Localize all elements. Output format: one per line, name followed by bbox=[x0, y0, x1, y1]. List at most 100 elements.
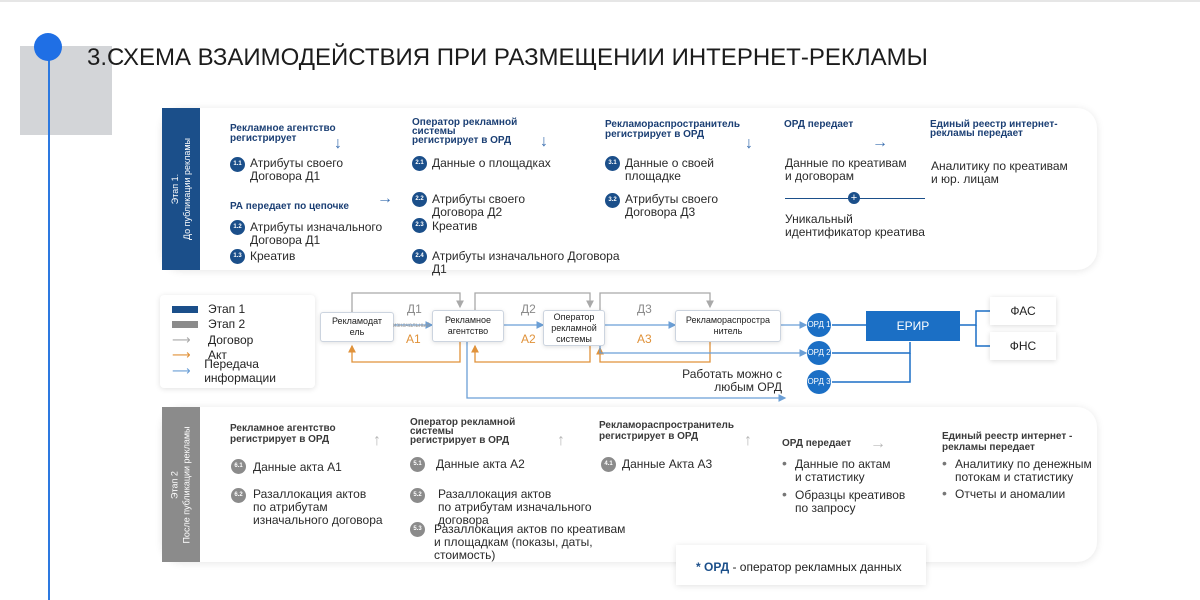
legend-info: Передача информации bbox=[204, 357, 276, 385]
bullet-icon: • bbox=[942, 485, 947, 501]
stage2-sidebar-line1: Этап 2 bbox=[170, 470, 180, 499]
right-arrow-icon: → bbox=[872, 134, 888, 151]
s2-col1-header: Рекламное агентство регистрирует в ОРД bbox=[230, 423, 336, 445]
s1-col3-header: Рекламораспространитель регистрирует в О… bbox=[605, 119, 741, 140]
plus-icon: + bbox=[848, 192, 860, 204]
s1-col4-text1: Данные по креативам и договорам bbox=[785, 156, 907, 183]
legend-info-arrow-icon: ⟶ bbox=[172, 363, 191, 378]
footnote-term: * ОРД bbox=[696, 560, 730, 574]
s2-col2-header: Оператор рекламной системы регистрирует … bbox=[410, 417, 516, 446]
stage2-sidebar-line2: После публикации рекламы bbox=[182, 425, 192, 544]
s1-item-text: Данные о своей площадке bbox=[625, 156, 714, 183]
badge: 1.1 bbox=[230, 157, 245, 172]
label-a3: А3 bbox=[637, 332, 652, 346]
s2-item-text: Разаллокация актов по атрибутам изначаль… bbox=[438, 487, 592, 527]
s1-col5-text: Аналитику по креативам и юр. лицам bbox=[931, 159, 1068, 186]
legend-contract: Договор bbox=[208, 333, 254, 347]
badge: 2.2 bbox=[412, 192, 427, 207]
up-arrow-icon: ↑ bbox=[557, 432, 565, 449]
s2-col5-header: Единый реестр интернет - рекламы передае… bbox=[942, 431, 1073, 453]
footnote-definition: - оператор рекламных данных bbox=[729, 560, 902, 574]
s2-bullet-text: Отчеты и аномалии bbox=[955, 487, 1066, 501]
node-agency: Рекламное агентство bbox=[432, 310, 504, 342]
s1-col1-subheader: РА передает по цепочке bbox=[230, 201, 349, 212]
s2-bullet-text: Образцы креативов по запросу bbox=[795, 488, 906, 515]
footnote: * ОРД - оператор рекламных данных bbox=[676, 545, 926, 585]
s1-item-text: Атрибуты изначального Договора Д1 bbox=[250, 220, 383, 247]
label-a2: А2 bbox=[521, 332, 536, 346]
ord-erir-line bbox=[832, 342, 911, 354]
s2-item-text: Разаллокация актов по креативам и площад… bbox=[434, 522, 626, 562]
ord-node-1: ОРД 1 bbox=[807, 313, 831, 337]
s1-item-text: Атрибуты своего Договора Д3 bbox=[625, 192, 719, 219]
badge: 3.2 bbox=[605, 193, 620, 208]
node-fas: ФАС bbox=[990, 297, 1056, 325]
badge: 6.1 bbox=[231, 459, 246, 474]
badge: 5.3 bbox=[410, 522, 425, 537]
badge: 5.2 bbox=[410, 488, 425, 503]
down-arrow-icon: ↓ bbox=[745, 135, 753, 152]
badge: 1.2 bbox=[230, 220, 245, 235]
s1-col1-header: Рекламное агентство регистрирует bbox=[230, 123, 336, 144]
s2-col4-header: ОРД передает bbox=[782, 438, 852, 449]
badge: 3.1 bbox=[605, 156, 620, 171]
badge: 5.1 bbox=[410, 457, 425, 472]
legend-act-arrow-icon: ⟶ bbox=[172, 347, 191, 362]
label-d1: Д1 bbox=[407, 302, 422, 316]
stage1-sidebar-line2: До публикации рекламы bbox=[182, 137, 192, 241]
node-operator: Оператор рекламной системы bbox=[543, 310, 605, 346]
badge: 4.1 bbox=[601, 457, 616, 472]
s1-item-text: Атрибуты изначального Договора Д1 bbox=[432, 249, 620, 276]
bullet-icon: • bbox=[942, 455, 947, 471]
s1-item-text: Креатив bbox=[432, 219, 478, 233]
s1-col2-header: Оператор рекламной системы регистрирует … bbox=[412, 117, 518, 146]
erir-ext-line bbox=[975, 325, 990, 347]
legend-stage2: Этап 2 bbox=[208, 317, 246, 331]
bullet-icon: • bbox=[782, 486, 787, 502]
legend-act: Акт bbox=[208, 348, 227, 362]
s2-bullet-text: Аналитику по денежным потокам и статисти… bbox=[955, 457, 1092, 484]
legend-swatch-stage1 bbox=[172, 305, 198, 313]
down-arrow-icon: ↓ bbox=[540, 133, 548, 150]
stage1-sidebar: Этап 1.До публикации рекламы bbox=[162, 108, 200, 270]
decor-vertical-line bbox=[48, 60, 50, 600]
s1-col5-header: Единый реестр интернет- рекламы передает bbox=[930, 119, 1058, 139]
up-arrow-icon: ↑ bbox=[744, 432, 752, 449]
stage1-panel bbox=[162, 108, 1097, 270]
label-d3: Д3 bbox=[637, 302, 652, 316]
badge: 2.1 bbox=[412, 156, 427, 171]
badge: 6.2 bbox=[231, 488, 246, 503]
s2-item-text: Данные Акта А3 bbox=[622, 457, 713, 471]
s1-item-text: Атрибуты своего Договора Д2 bbox=[432, 192, 526, 219]
badge: 2.3 bbox=[412, 218, 427, 233]
up-arrow-icon: ↑ bbox=[373, 432, 381, 449]
s2-item-text: Разаллокация актов по атрибутам изначаль… bbox=[253, 487, 383, 527]
stage1-sidebar-line1: Этап 1. bbox=[170, 173, 180, 205]
badge: 2.4 bbox=[412, 249, 427, 264]
small-note: изначальный bbox=[393, 323, 430, 329]
bullet-icon: • bbox=[782, 455, 787, 471]
right-arrow-icon: → bbox=[377, 190, 393, 207]
erir-ext-line bbox=[960, 310, 990, 326]
right-arrow-icon: → bbox=[870, 435, 886, 452]
top-divider bbox=[0, 0, 1200, 2]
stage2-panel bbox=[162, 407, 1097, 562]
s1-item-text: Данные о площадках bbox=[432, 156, 551, 170]
ord-node-3: ОРД 3 bbox=[807, 370, 831, 394]
badge: 1.3 bbox=[230, 249, 245, 264]
decor-dot bbox=[34, 33, 62, 61]
s1-item-text: Атрибуты своего Договора Д1 bbox=[250, 156, 344, 183]
s2-bullet-text: Данные по актам и статистику bbox=[795, 457, 891, 484]
node-fns: ФНС bbox=[990, 332, 1056, 360]
ord-node-2: ОРД 2 bbox=[807, 341, 831, 365]
node-erir: ЕРИР bbox=[866, 311, 960, 341]
label-d2: Д2 bbox=[521, 302, 536, 316]
label-a1: А1 bbox=[406, 332, 421, 346]
s2-item-text: Данные акта А2 bbox=[436, 457, 525, 471]
act-line-a2 bbox=[471, 344, 591, 363]
node-distributor: Рекламораспростра нитель bbox=[675, 310, 781, 342]
legend: Этап 1 Этап 2 ⟶ Договор ⟶ Акт ⟶ Передача… bbox=[160, 295, 315, 388]
down-arrow-icon: ↓ bbox=[334, 135, 342, 152]
s1-col4-text2: Уникальный идентификатор креатива bbox=[785, 212, 925, 239]
